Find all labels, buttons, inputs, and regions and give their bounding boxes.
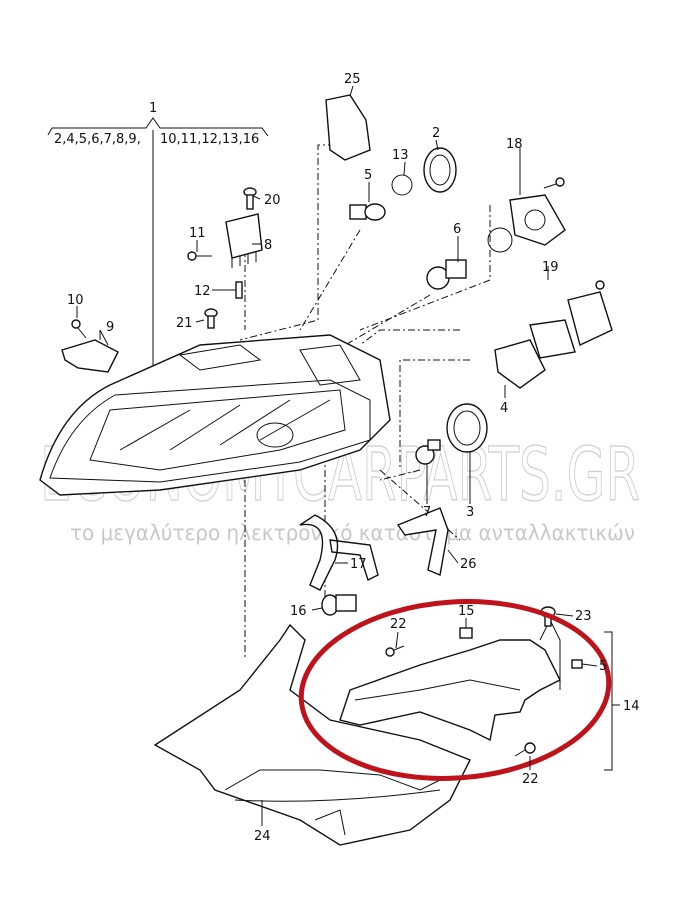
- part-20-screw: [243, 187, 257, 210]
- part-5-bulb: [349, 203, 386, 221]
- part-24-lower-bracket: [153, 623, 471, 846]
- part-6-bulb: [426, 259, 467, 290]
- part-14-bracket-line: [604, 631, 620, 771]
- callout-24: 24: [254, 829, 271, 844]
- part-19-cover: [529, 280, 613, 359]
- part-21-screw: [204, 308, 218, 329]
- callout-12: 12: [194, 284, 211, 299]
- callout-2: 2: [432, 126, 440, 141]
- callout-15: 15: [458, 604, 475, 619]
- callout-leaders: [76, 85, 598, 826]
- part-13-ring: [391, 174, 413, 196]
- highlight-ellipse: [298, 599, 612, 781]
- callout-19: 19: [542, 260, 559, 275]
- callout-22-top: 22: [390, 617, 407, 632]
- part-2-cap: [423, 147, 457, 193]
- part-18-screw: [543, 177, 565, 189]
- watermark-tagline: το μεγαλύτερο ηλεκτρονικό κατάστημα αντα…: [70, 521, 635, 545]
- callout-25: 25: [344, 72, 361, 87]
- part-17-hose: [299, 514, 379, 591]
- callout-9: 9: [106, 320, 114, 335]
- part-16-grommet: [321, 594, 357, 616]
- callout-17: 17: [350, 557, 367, 572]
- callout-16: 16: [290, 604, 307, 619]
- callout-11: 11: [189, 226, 206, 241]
- part-9-bracket: [61, 339, 119, 373]
- callout-7: 7: [423, 505, 431, 520]
- callout-10: 10: [67, 293, 84, 308]
- callout-1: 1: [149, 101, 157, 116]
- group-members-right: 10,11,12,13,16: [160, 132, 259, 147]
- callout-18: 18: [506, 137, 523, 152]
- group-bracket: [47, 117, 269, 380]
- part-8-module: [225, 213, 263, 268]
- part-14-headlight-bracket: [339, 618, 583, 742]
- part-7-bulb: [415, 439, 441, 465]
- part-22-screw-bottom: [514, 742, 536, 757]
- callout-13: 13: [392, 148, 409, 163]
- callout-5: 5: [364, 168, 372, 183]
- callout-3: 3: [466, 505, 474, 520]
- callout-26: 26: [460, 557, 477, 572]
- part-25-connector: [325, 94, 371, 161]
- part-26-trim: [396, 507, 449, 576]
- callout-20: 20: [264, 193, 281, 208]
- part-18-cap: [487, 194, 566, 253]
- callout-5-bracket: 5: [599, 659, 607, 674]
- headlight-housing: [39, 334, 391, 496]
- part-11-screw: [187, 251, 212, 261]
- callout-22-bottom: 22: [522, 772, 539, 787]
- part-12-clip: [235, 281, 243, 299]
- callout-8: 8: [264, 238, 272, 253]
- callout-6: 6: [453, 222, 461, 237]
- group-members-left: 2,4,5,6,7,8,9,: [54, 132, 141, 147]
- callout-4: 4: [500, 401, 508, 416]
- part-4-module: [494, 339, 546, 389]
- part-22-screw-top: [385, 645, 405, 657]
- part-10-screw: [71, 319, 87, 339]
- part-3-ring: [446, 403, 488, 453]
- callout-23: 23: [575, 609, 592, 624]
- callout-21: 21: [176, 316, 193, 331]
- callout-14: 14: [623, 699, 640, 714]
